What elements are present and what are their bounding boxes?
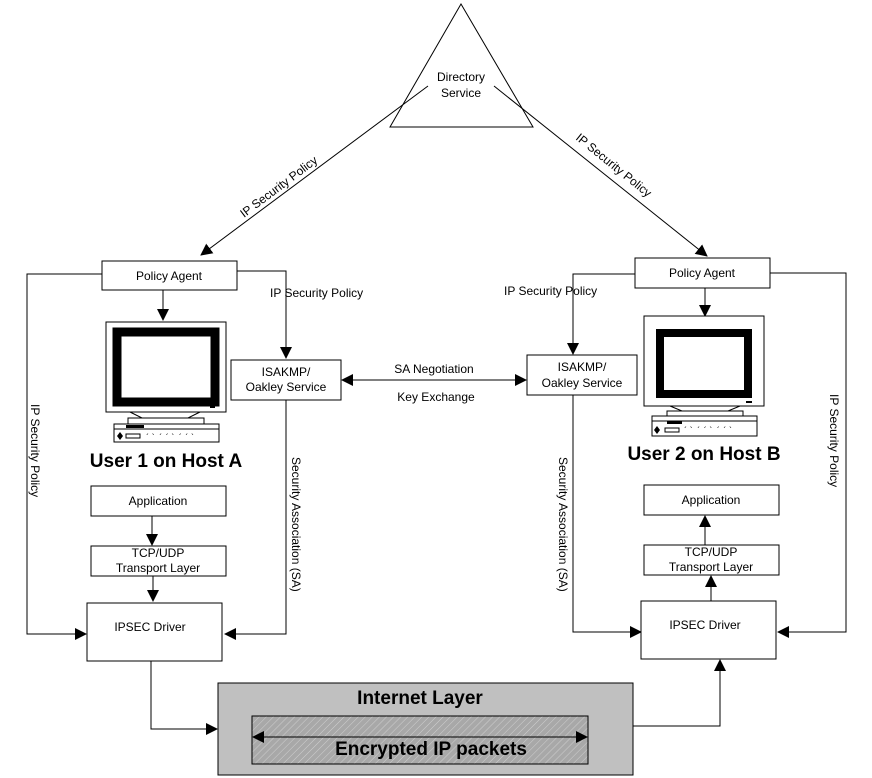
- arrow-agent-to-driver-b: [770, 272, 847, 638]
- ipsec-driver-b: [640, 600, 777, 660]
- isakmp-b-label-1: ISAKMP/: [558, 360, 607, 374]
- host-a-title: User 1 on Host A: [90, 451, 243, 472]
- packets-arrow-right: [576, 731, 588, 743]
- arrow-sa-to-driver-a: [224, 400, 287, 640]
- policy-agent-a: [101, 260, 238, 291]
- isakmp-a-label-1: ISAKMP/: [262, 365, 311, 379]
- policy-label-isakmp-a: IP Security Policy: [270, 286, 363, 300]
- arrow-agent-to-driver-a: [26, 273, 102, 640]
- encrypted-packets-box: [251, 715, 589, 765]
- arrow-internet-to-driver-b: [632, 659, 726, 727]
- sa-negotiation: SA Negotiation Key Exchange: [341, 362, 527, 404]
- ipsec-driver-a: [86, 602, 223, 662]
- transport-a-label-1: TCP/UDP: [132, 546, 185, 560]
- computer-icon: ´ ` ´ ´ ` ´ ´ `: [105, 321, 227, 443]
- policy-arrow-to-host-b: [493, 85, 708, 257]
- directory-service: Directory Service: [389, 3, 534, 128]
- isakmp-service-a: [230, 359, 342, 401]
- transport-box-b: [643, 544, 780, 576]
- host-b: Policy Agent IP Security Policy IP Secur…: [504, 257, 847, 727]
- negotiation-arrow-right: [515, 374, 527, 386]
- transport-b-label-2: Transport Layer: [669, 560, 753, 574]
- directory-triangle: [389, 3, 534, 128]
- directory-label-2: Service: [441, 86, 481, 100]
- policy-label-driver-a: IP Security Policy: [28, 404, 42, 497]
- policy-label-diagonal-left: IP Security Policy: [237, 153, 320, 220]
- policy-agent-b: [634, 257, 771, 289]
- svg-text:´ ` ´ ´ ` ´ ´ `: ´ ` ´ ´ ` ´ ´ `: [683, 425, 733, 435]
- policy-arrow-to-host-a: [200, 85, 429, 256]
- arrow-sa-to-driver-b: [572, 395, 642, 638]
- policy-label-diagonal-right: IP Security Policy: [573, 130, 654, 200]
- arrow-driver-a-to-internet: [150, 661, 218, 735]
- packets-arrow-left: [252, 731, 264, 743]
- application-box-a: [90, 485, 227, 517]
- isakmp-b-label-2: Oakley Service: [542, 376, 623, 390]
- policy-agent-b-label: Policy Agent: [669, 266, 736, 280]
- sa-label-a: Security Association (SA): [289, 457, 303, 592]
- isakmp-a-label-2: Oakley Service: [246, 380, 327, 394]
- key-exchange-label: Key Exchange: [397, 390, 475, 404]
- application-box-b: [643, 484, 780, 516]
- arrow-agent-to-isakmp-b: [567, 273, 635, 355]
- ipsec-driver-a-label: IPSEC Driver: [114, 620, 185, 634]
- computer-icon: ´ ` ´ ´ ` ´ ´ `: [643, 315, 765, 437]
- encrypted-packets-label: Encrypted IP packets: [335, 739, 527, 760]
- arrow-agent-to-isakmp-a: [237, 270, 292, 359]
- policy-label-driver-b: IP Security Policy: [827, 394, 841, 487]
- internet-layer-title: Internet Layer: [357, 688, 483, 709]
- transport-box-a: [90, 545, 227, 577]
- policy-agent-a-label: Policy Agent: [136, 269, 203, 283]
- directory-label-1: Directory: [437, 70, 485, 84]
- transport-b-label-1: TCP/UDP: [685, 545, 738, 559]
- ipsec-driver-b-label: IPSEC Driver: [669, 618, 740, 632]
- internet-layer: Internet Layer Encrypted IP packets: [217, 682, 634, 776]
- isakmp-service-b: [526, 354, 638, 396]
- sa-label-b: Security Association (SA): [556, 457, 570, 592]
- policy-label-isakmp-b: IP Security Policy: [504, 284, 597, 298]
- host-a: Policy Agent IP Security Policy IP Secur…: [26, 260, 363, 735]
- negotiation-arrow-left: [341, 374, 353, 386]
- negotiation-label: SA Negotiation: [394, 362, 473, 376]
- transport-a-label-2: Transport Layer: [116, 561, 200, 575]
- svg-text:´ ` ´ ´ ` ´ ´ `: ´ ` ´ ´ ` ´ ´ `: [145, 432, 195, 442]
- application-a-label: Application: [129, 494, 188, 508]
- application-b-label: Application: [682, 493, 741, 507]
- host-b-title: User 2 on Host B: [627, 444, 780, 465]
